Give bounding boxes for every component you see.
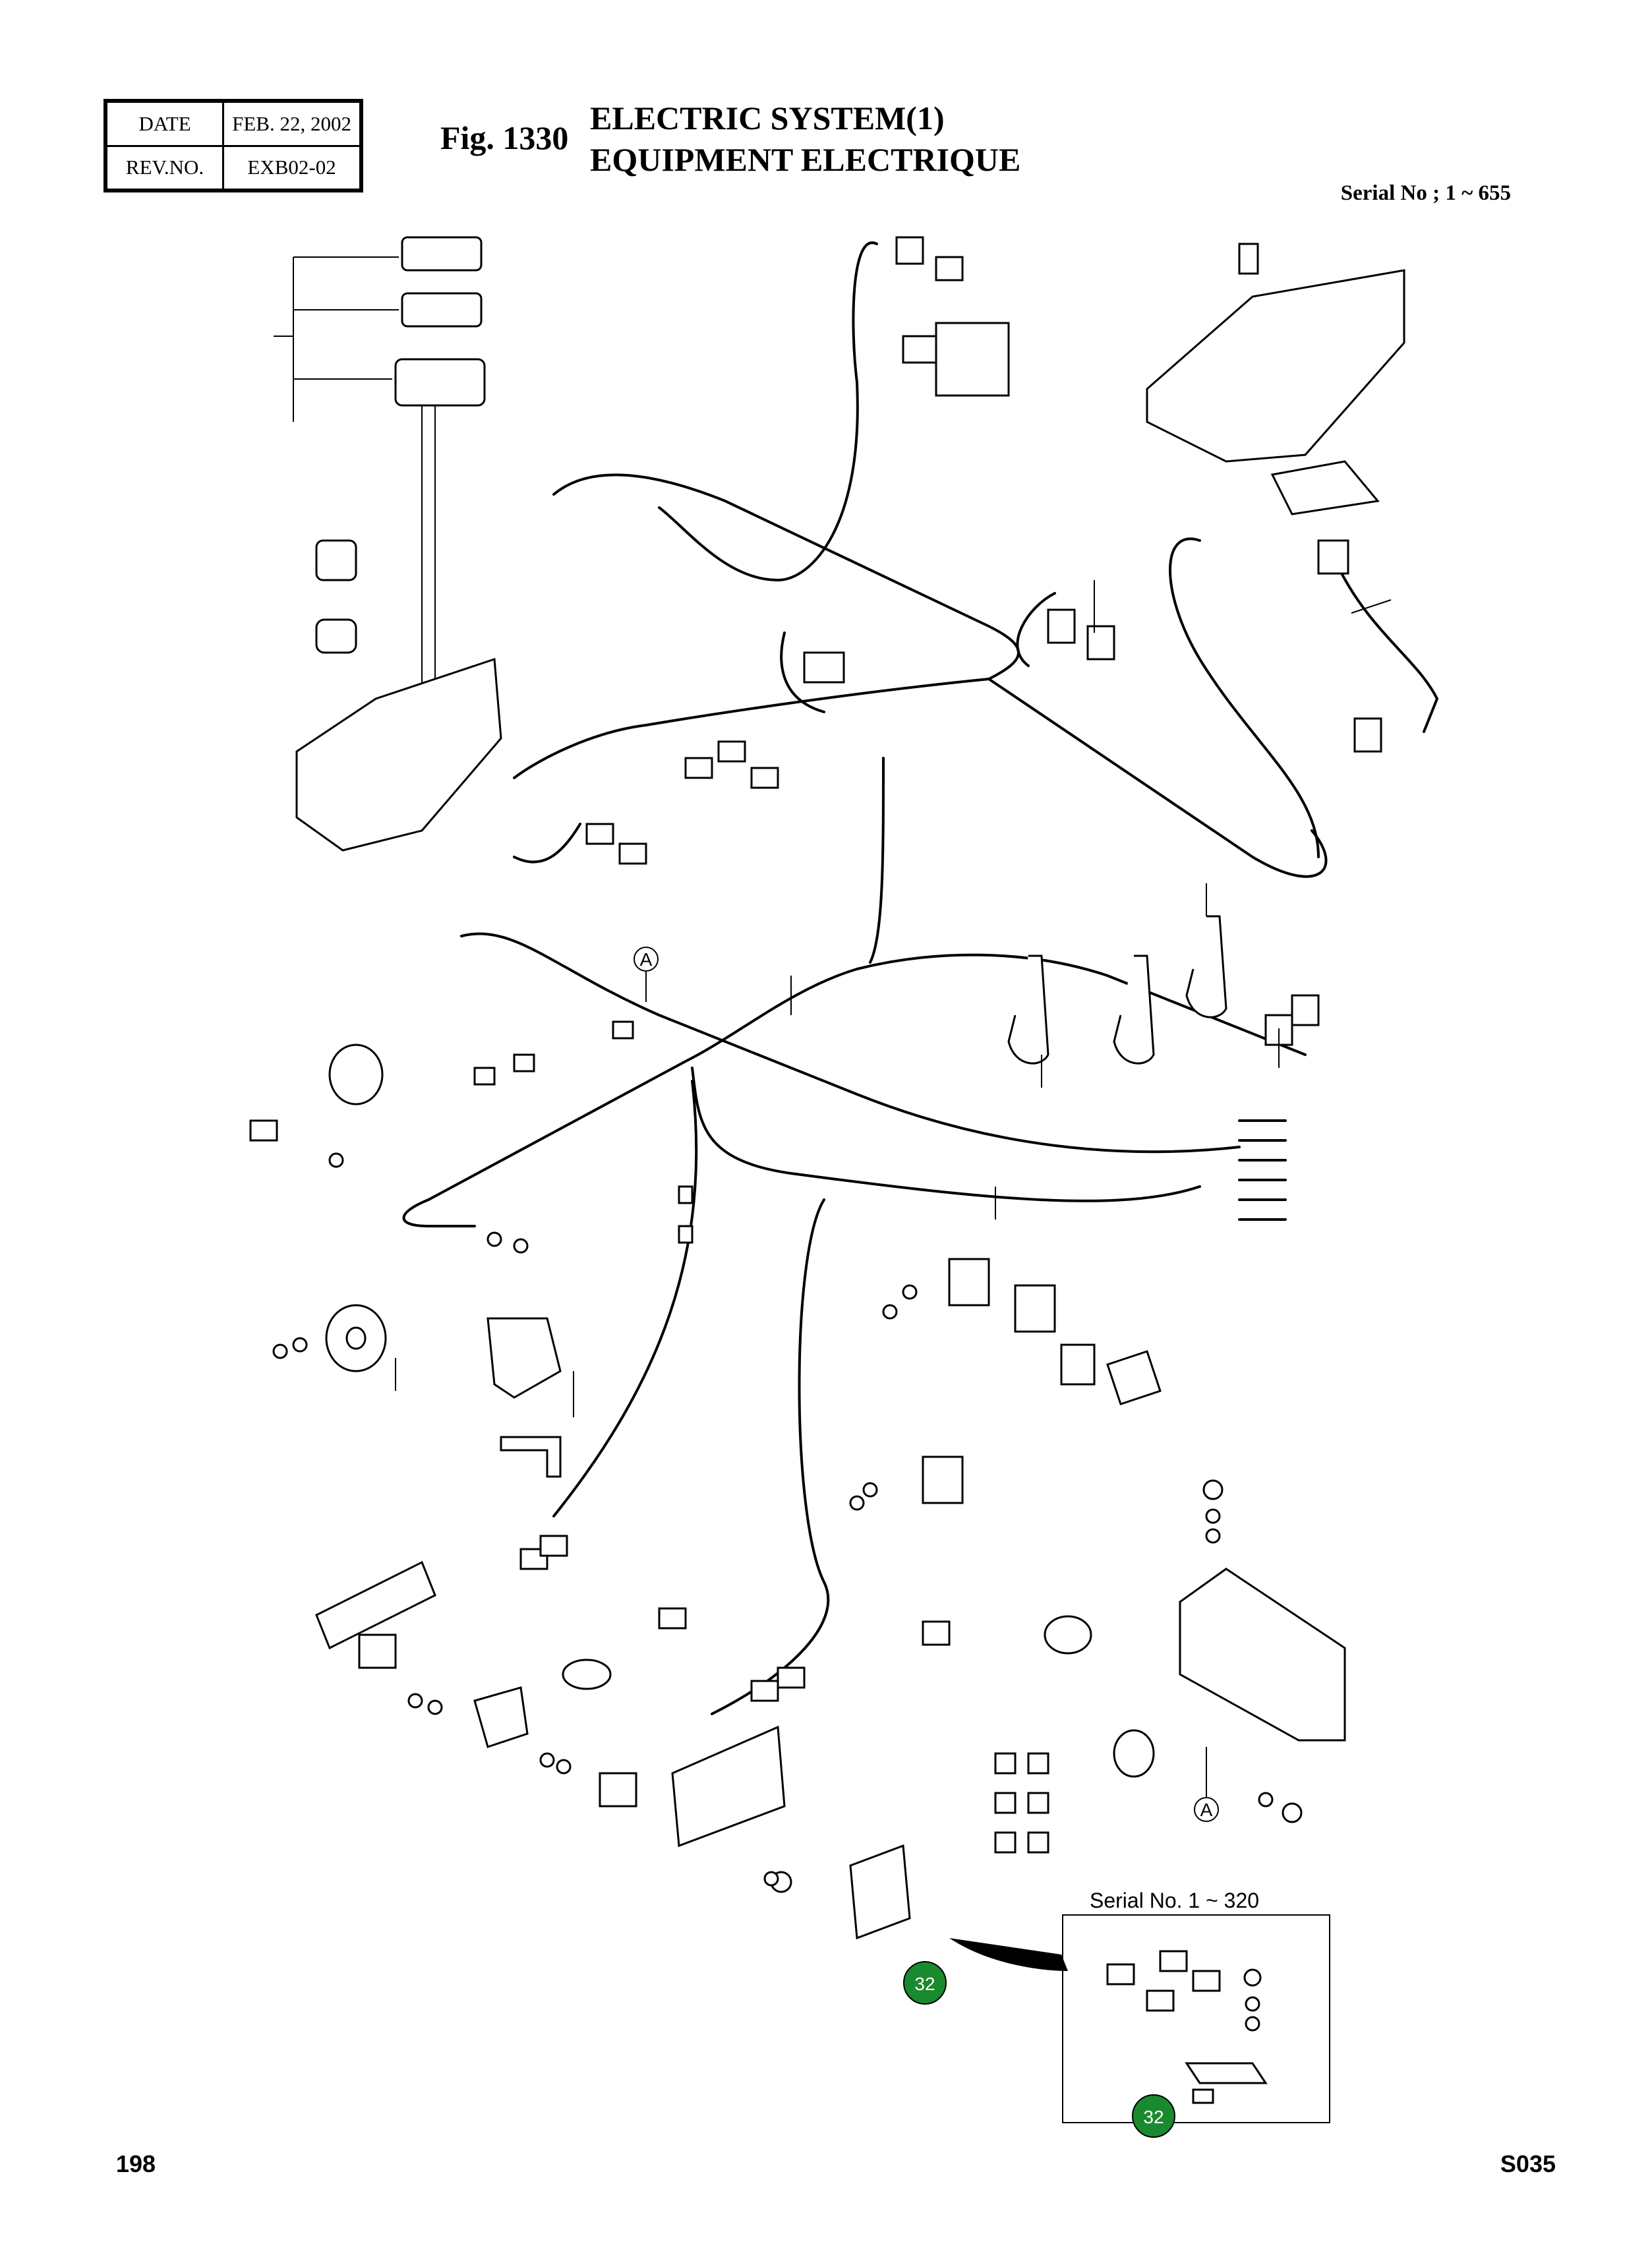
callout-32-label-1: 32: [914, 1974, 935, 1994]
ref-a-label-2: A: [1200, 1800, 1213, 1820]
callout-32-main: 32: [903, 1961, 947, 2005]
terminal-fanout: [1238, 1119, 1287, 1221]
switch-stack: [274, 236, 486, 778]
callout-32-inset: 32: [1132, 2094, 1175, 2138]
revision-box: DATE FEB. 22, 2002 REV.NO. EXB02-02: [103, 99, 363, 192]
inset-serial-title: Serial No. 1 ~ 320: [1090, 1889, 1260, 1912]
main-harness: [402, 241, 1438, 1715]
title-english: ELECTRIC SYSTEM(1): [590, 100, 945, 136]
page-number: 198: [116, 2150, 156, 2177]
figure-number: Fig. 1330: [440, 119, 569, 156]
work-light: [487, 1317, 562, 1478]
rev-label: REV.NO.: [105, 144, 225, 191]
hanger-clips: [1007, 915, 1227, 1065]
title-french: EQUIPMENT ELECTRIQUE: [590, 141, 1021, 178]
reference-a-callout: A A: [634, 947, 1219, 1822]
section-code: S035: [1500, 2150, 1556, 2177]
hardware: [272, 1152, 1303, 1887]
relay-cluster: [922, 1258, 1162, 1504]
lower-brackets: [315, 1560, 786, 1848]
left-console: [295, 539, 502, 852]
ref-a-label-1: A: [640, 949, 653, 970]
callout-32-label-2: 32: [1143, 2107, 1164, 2127]
connector-blocks: [473, 539, 1382, 1854]
serial-range: Serial No ; 1 ~ 655: [1340, 181, 1511, 205]
solenoid: [895, 236, 1010, 397]
right-console: [1146, 243, 1405, 515]
inset-frame: [949, 1914, 1330, 2123]
leader-lines: [395, 580, 1392, 1417]
rear-light: [770, 1844, 911, 1940]
horn-assembly: [249, 1044, 387, 1372]
date-value: FEB. 22, 2002: [222, 101, 361, 147]
date-label: DATE: [105, 101, 225, 147]
rev-value: EXB02-02: [222, 144, 361, 191]
fuse-box: [1044, 1568, 1346, 1778]
